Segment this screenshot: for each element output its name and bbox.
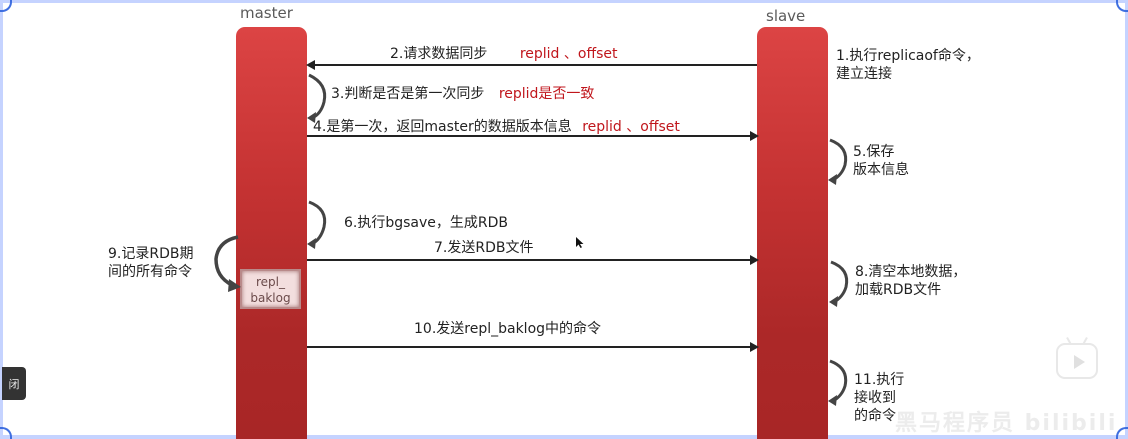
step-5-loop-arrow-icon (828, 138, 848, 185)
step-11-line2: 接收到 (854, 390, 896, 406)
step-1-line2: 建立连接 (836, 66, 892, 82)
message-10-label: 10.发送repl_baklog中的命令 (414, 321, 602, 337)
message-4-text: 4.是第一次，返回master的数据版本信息 (313, 119, 572, 135)
slave-lane-title: slave (766, 7, 806, 25)
step-5-line1: 5.保存 (853, 144, 895, 160)
step-11-line3: 的命令 (854, 408, 896, 424)
step-6-loop-arrow-icon (307, 200, 327, 249)
master-lane-title: master (240, 4, 293, 22)
step-9-line2: 间的所有命令 (108, 264, 192, 280)
step-11-line1: 11.执行 (854, 372, 905, 388)
bilibili-play-icon (1074, 355, 1085, 369)
step-5-label: 5.保存 版本信息 (853, 143, 909, 179)
step-5-line2: 版本信息 (853, 162, 909, 178)
step-8-loop-arrow-icon (829, 260, 849, 307)
step-8-line1: 8.清空本地数据， (855, 264, 967, 280)
step-8-line2: 加载RDB文件 (855, 282, 942, 298)
resize-handle-bottom-left[interactable] (0, 427, 12, 439)
step-1-line1: 1.执行replicaof命令， (836, 48, 980, 64)
mouse-cursor-icon (576, 237, 584, 248)
resize-handle-top-right[interactable] (1116, 0, 1128, 12)
message-7-arrow (307, 255, 759, 265)
message-7-label: 7.发送RDB文件 (434, 240, 534, 256)
step-3-label: 3.判断是否是第一次同步 replid是否一致 (331, 85, 594, 103)
step-9-loop-arrow-icon (214, 235, 241, 292)
message-2-label: 2.请求数据同步 replid 、offset (390, 45, 617, 63)
repl-baklog-line2: baklog (250, 291, 291, 305)
step-11-label: 11.执行 接收到 的命令 (854, 371, 904, 425)
resize-handle-top-left[interactable] (0, 0, 12, 12)
message-10-arrow (307, 342, 759, 352)
step-3-loop-arrow-icon (307, 73, 327, 123)
step-3-highlight: replid是否一致 (498, 86, 595, 102)
repl-baklog-line1: repl_ (255, 275, 285, 289)
message-2-arrow (306, 60, 757, 70)
video-play-button[interactable] (1056, 343, 1098, 379)
step-9-label: 9.记录RDB期 间的所有命令 (108, 245, 193, 281)
resize-handle-bottom-right[interactable] (1116, 427, 1128, 439)
step-8-label: 8.清空本地数据， 加载RDB文件 (855, 263, 966, 299)
step-9-line1: 9.记录RDB期 (108, 246, 194, 262)
message-4-label: 4.是第一次，返回master的数据版本信息 replid 、offset (313, 118, 680, 136)
message-4-arrow (307, 131, 759, 141)
watermark: 黑马程序员 bilibili (895, 411, 1118, 436)
step-3-text: 3.判断是否是第一次同步 (331, 86, 485, 102)
slave-lifeline (757, 27, 828, 439)
step-1-label: 1.执行replicaof命令， 建立连接 (836, 47, 980, 83)
message-2-highlight: replid 、offset (519, 46, 618, 62)
repl-baklog-box: repl_ baklog (240, 269, 301, 309)
message-2-text: 2.请求数据同步 (390, 46, 488, 62)
step-11-loop-arrow-icon (828, 359, 848, 406)
step-6-label: 6.执行bgsave，生成RDB (344, 215, 509, 231)
master-lifeline (236, 27, 307, 439)
close-tab-label: 闭 (8, 377, 20, 391)
close-tab-button[interactable]: 闭 (2, 367, 26, 400)
message-4-highlight: replid 、offset (582, 119, 680, 135)
